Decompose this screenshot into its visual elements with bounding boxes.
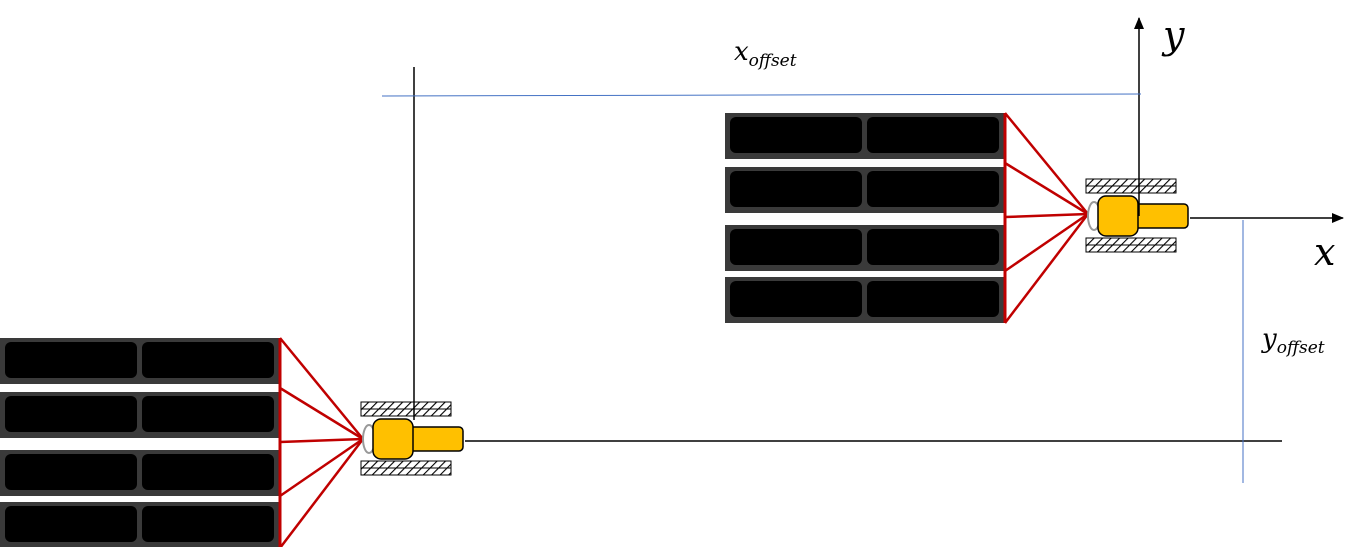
offset-vehicle xyxy=(1085,178,1189,253)
x-offset-label: xoffset xyxy=(734,37,797,71)
reference-vehicle xyxy=(360,401,464,476)
x-offset-line xyxy=(381,93,1142,97)
reference-pallet-stack xyxy=(0,336,365,547)
x-axis-label: x xyxy=(1314,230,1335,274)
y-axis-label: y xyxy=(1161,13,1185,57)
y-offset-label: yoffset xyxy=(1261,324,1325,358)
offset-pallet-stack xyxy=(723,111,1090,325)
